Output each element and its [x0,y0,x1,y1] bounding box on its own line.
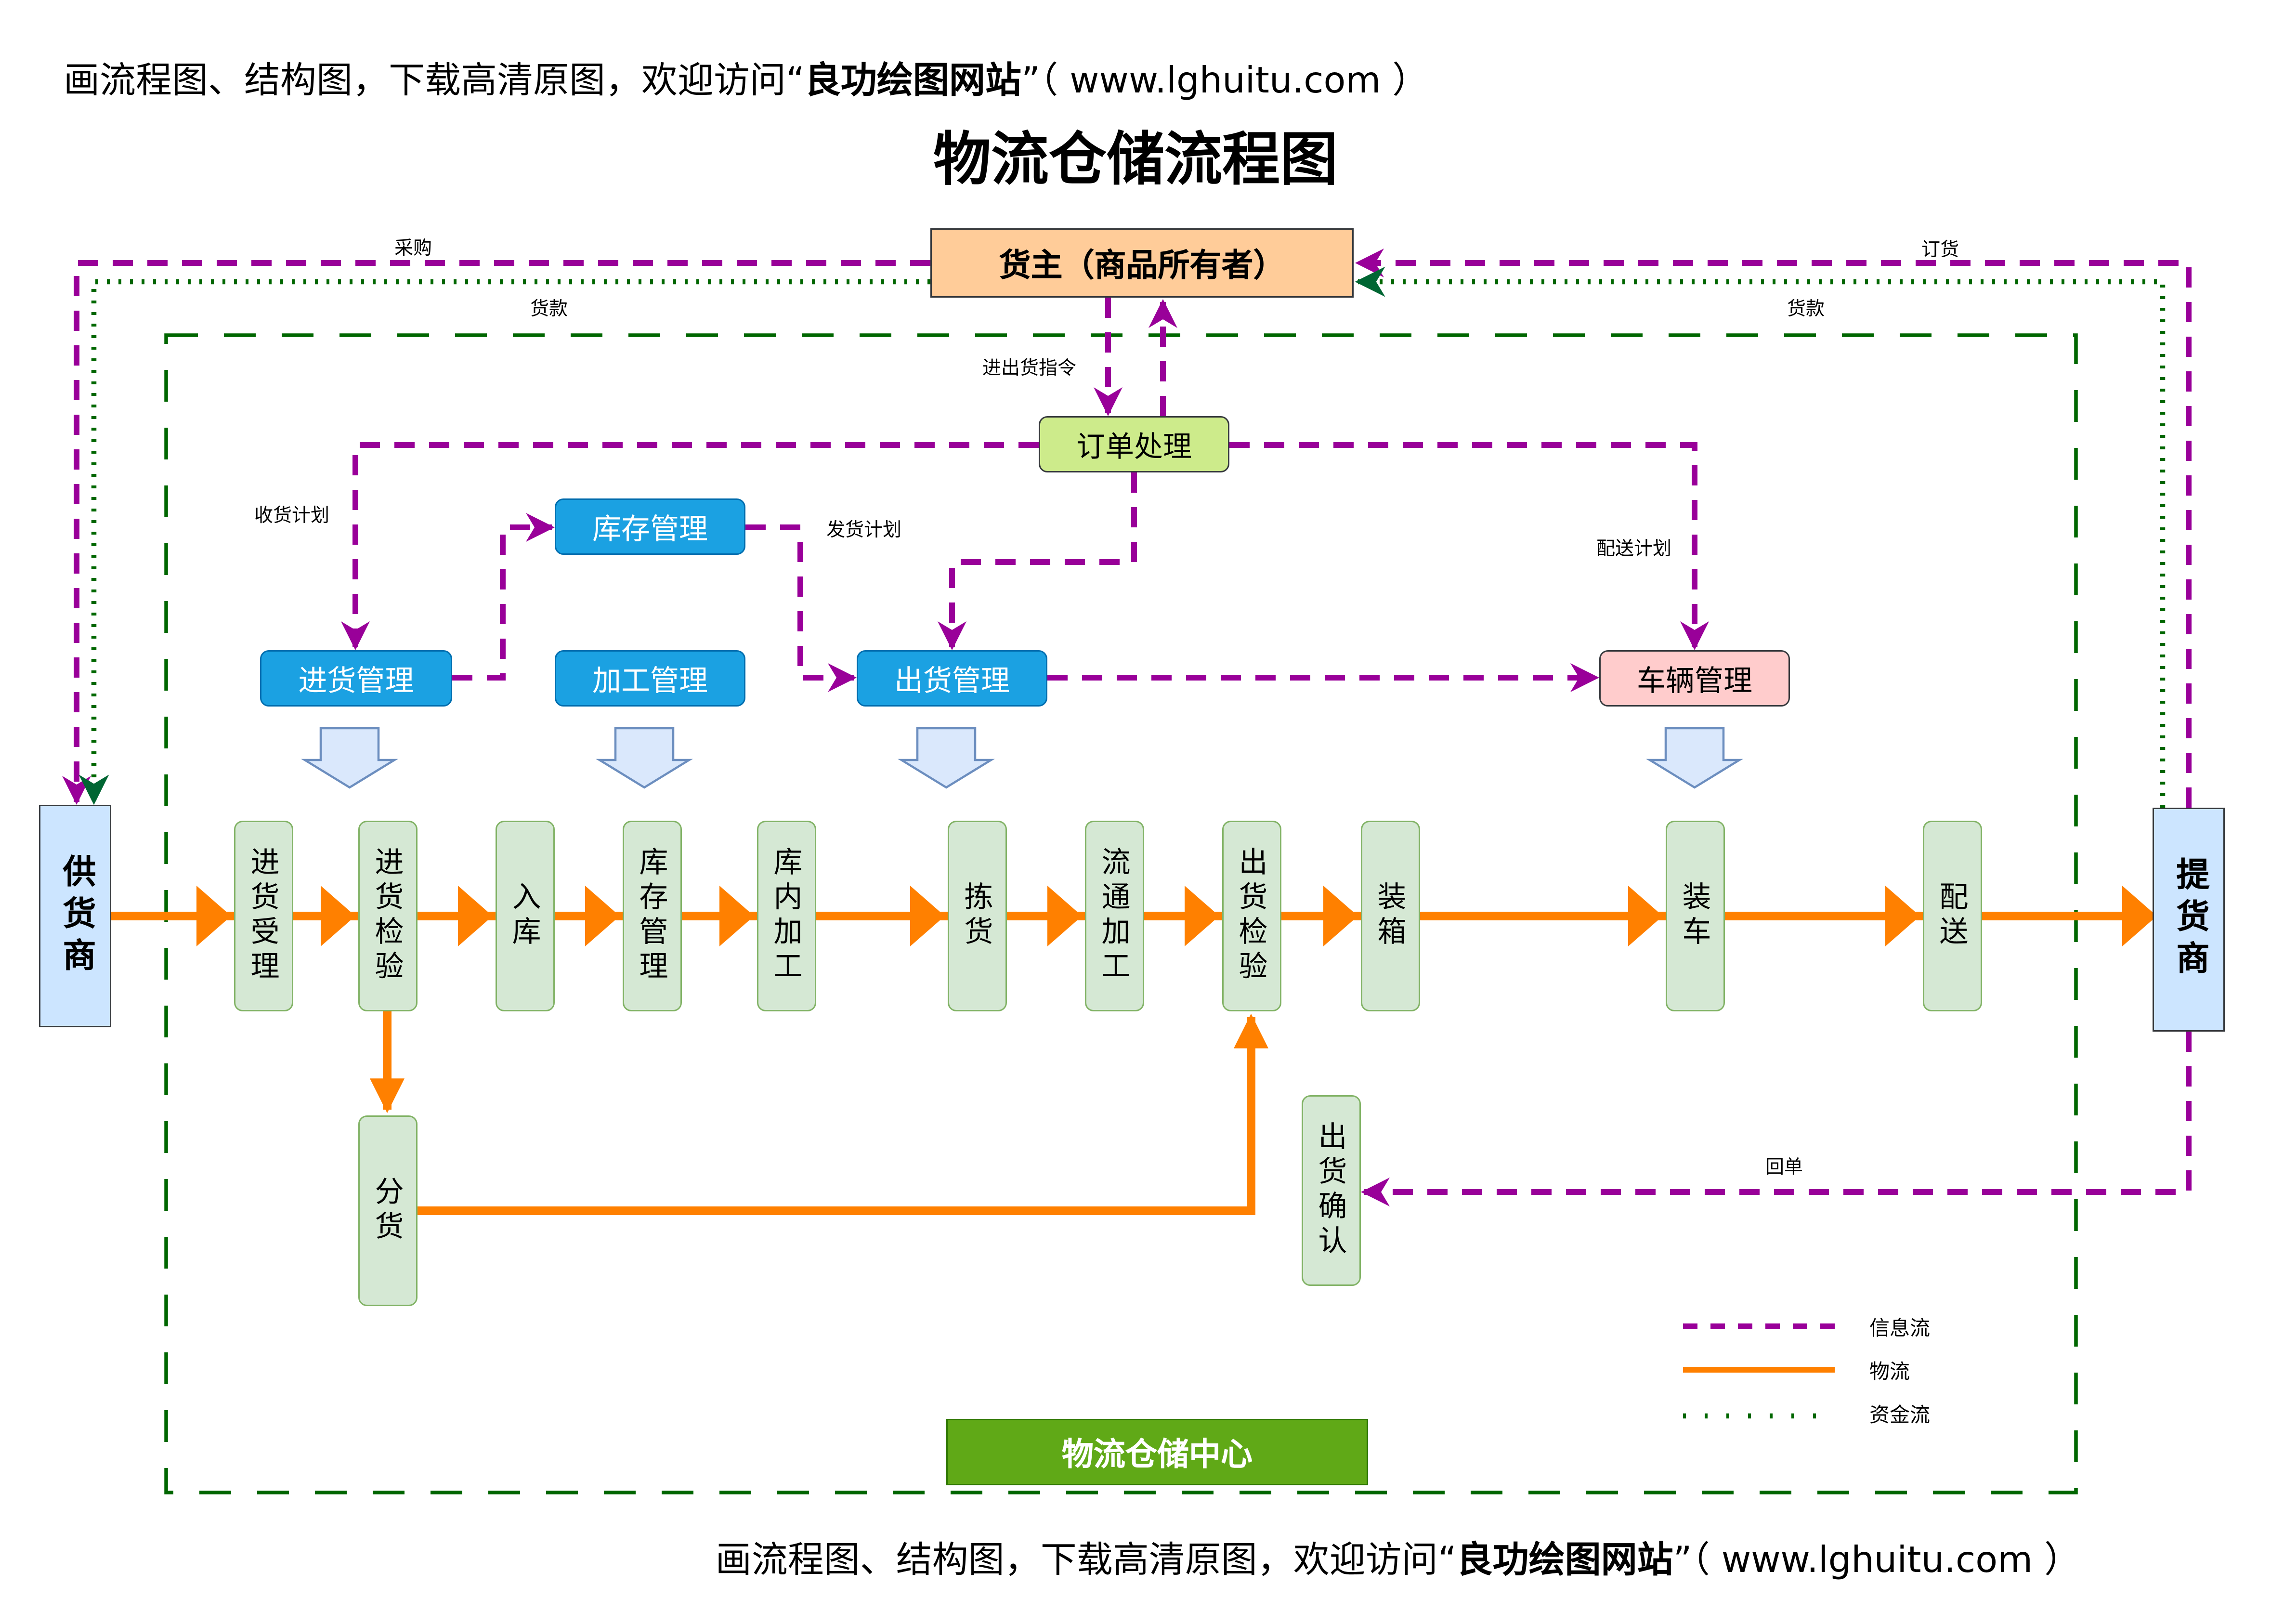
edge-ship-plan [745,524,857,692]
page-title: 物流仓储流程图 [933,127,1338,194]
flow-arrowhead [1185,886,1219,946]
process-step[interactable]: 装车 [1666,821,1725,1011]
process-step[interactable]: 拣货 [948,821,1007,1011]
process-step[interactable]: 进货检验 [358,821,418,1011]
flow-arrowhead [458,886,493,946]
label-purchase: 采购 [394,238,432,260]
header-url: ”（ www.lghuitu.com ） [1021,59,1429,101]
step-shipment-confirm[interactable]: 出货确认 [1302,1095,1361,1286]
process-step[interactable]: 流通加工 [1085,821,1144,1011]
flow-split-to-check [418,1013,1268,1215]
down-block-arrow-icon [1646,727,1743,789]
edge-payment-left [78,279,930,805]
edge-order-to-outbound [938,472,1137,650]
process-step[interactable]: 配送 [1923,821,1982,1011]
edge-receipt [1361,1032,2192,1206]
process-step[interactable]: 进货受理 [234,821,293,1011]
label-ship-plan: 发货计划 [826,520,902,542]
node-order[interactable]: 订单处理 [1039,416,1229,472]
label-receive-plan: 收货计划 [254,506,330,527]
footer-text: 画流程图、结构图，下载高清原图，欢迎访问“ [715,1539,1457,1581]
node-outbound[interactable]: 出货管理 [857,650,1047,707]
process-step[interactable]: 库存管理 [623,821,682,1011]
node-buyer[interactable]: 提货商 [2153,808,2225,1032]
flow-arrowhead [1885,886,1920,946]
label-order-goods: 订货 [1921,240,1959,262]
node-processing[interactable]: 加工管理 [555,650,745,707]
edge-inbound-to-inventory [452,513,555,681]
header-site-link[interactable]: 良功绘图网站 [804,59,1021,101]
node-warehouse-center[interactable]: 物流仓储中心 [946,1419,1368,1485]
legend-goods-label: 物流 [1869,1361,1910,1384]
edge-payment-right [1355,266,2166,808]
edge-order-goods [1355,249,2192,808]
edge-receive-plan [341,442,1039,650]
flow-arrowhead [196,886,231,946]
flow-arrowhead [1047,886,1082,946]
node-inventory[interactable]: 库存管理 [555,498,745,555]
node-inbound[interactable]: 进货管理 [260,650,452,707]
legend-money-label: 资金流 [1869,1404,1930,1428]
label-payment-left: 货款 [530,299,568,321]
header-text: 画流程图、结构图，下载高清原图，欢迎访问“ [64,59,805,101]
flow-arrowhead [321,886,355,946]
node-vehicle[interactable]: 车辆管理 [1599,650,1790,707]
edge-delivery-plan [1229,442,1709,650]
down-block-arrow-icon [301,727,398,789]
footer-site-link[interactable]: 良功绘图网站 [1456,1539,1673,1581]
legend-info-label: 信息流 [1869,1318,1930,1341]
header-watermark: 画流程图、结构图，下载高清原图，欢迎访问“良功绘图网站”（ www.lghuit… [64,52,1428,104]
down-block-arrow-icon [898,727,995,789]
label-delivery-plan: 配送计划 [1596,539,1672,561]
flow-arrowhead [1323,886,1358,946]
footer-url: ”（ www.lghuitu.com ） [1673,1539,2080,1581]
flow-arrowhead [719,886,754,946]
node-supplier[interactable]: 供货商 [39,805,111,1027]
flow-arrowhead [585,886,620,946]
edge-purchase [62,260,930,805]
down-block-arrow-icon [596,727,693,789]
footer-watermark: 画流程图、结构图，下载高清原图，欢迎访问“良功绘图网站”（ www.lghuit… [716,1532,2080,1584]
legend [1683,1323,1835,1419]
step-split[interactable]: 分货 [358,1115,418,1306]
label-payment-right: 货款 [1787,299,1825,321]
process-step[interactable]: 装箱 [1361,821,1420,1011]
label-receipt: 回单 [1765,1157,1803,1179]
flow-arrowhead [1628,886,1663,946]
process-step[interactable]: 出货检验 [1222,821,1281,1011]
flow-arrowhead [910,886,945,946]
label-io-command: 进出货指令 [982,358,1077,380]
process-step[interactable]: 入库 [496,821,555,1011]
node-owner[interactable]: 货主（商品所有者） [930,228,1354,298]
flow-arrowhead [2122,886,2157,946]
process-step[interactable]: 库内加工 [757,821,816,1011]
